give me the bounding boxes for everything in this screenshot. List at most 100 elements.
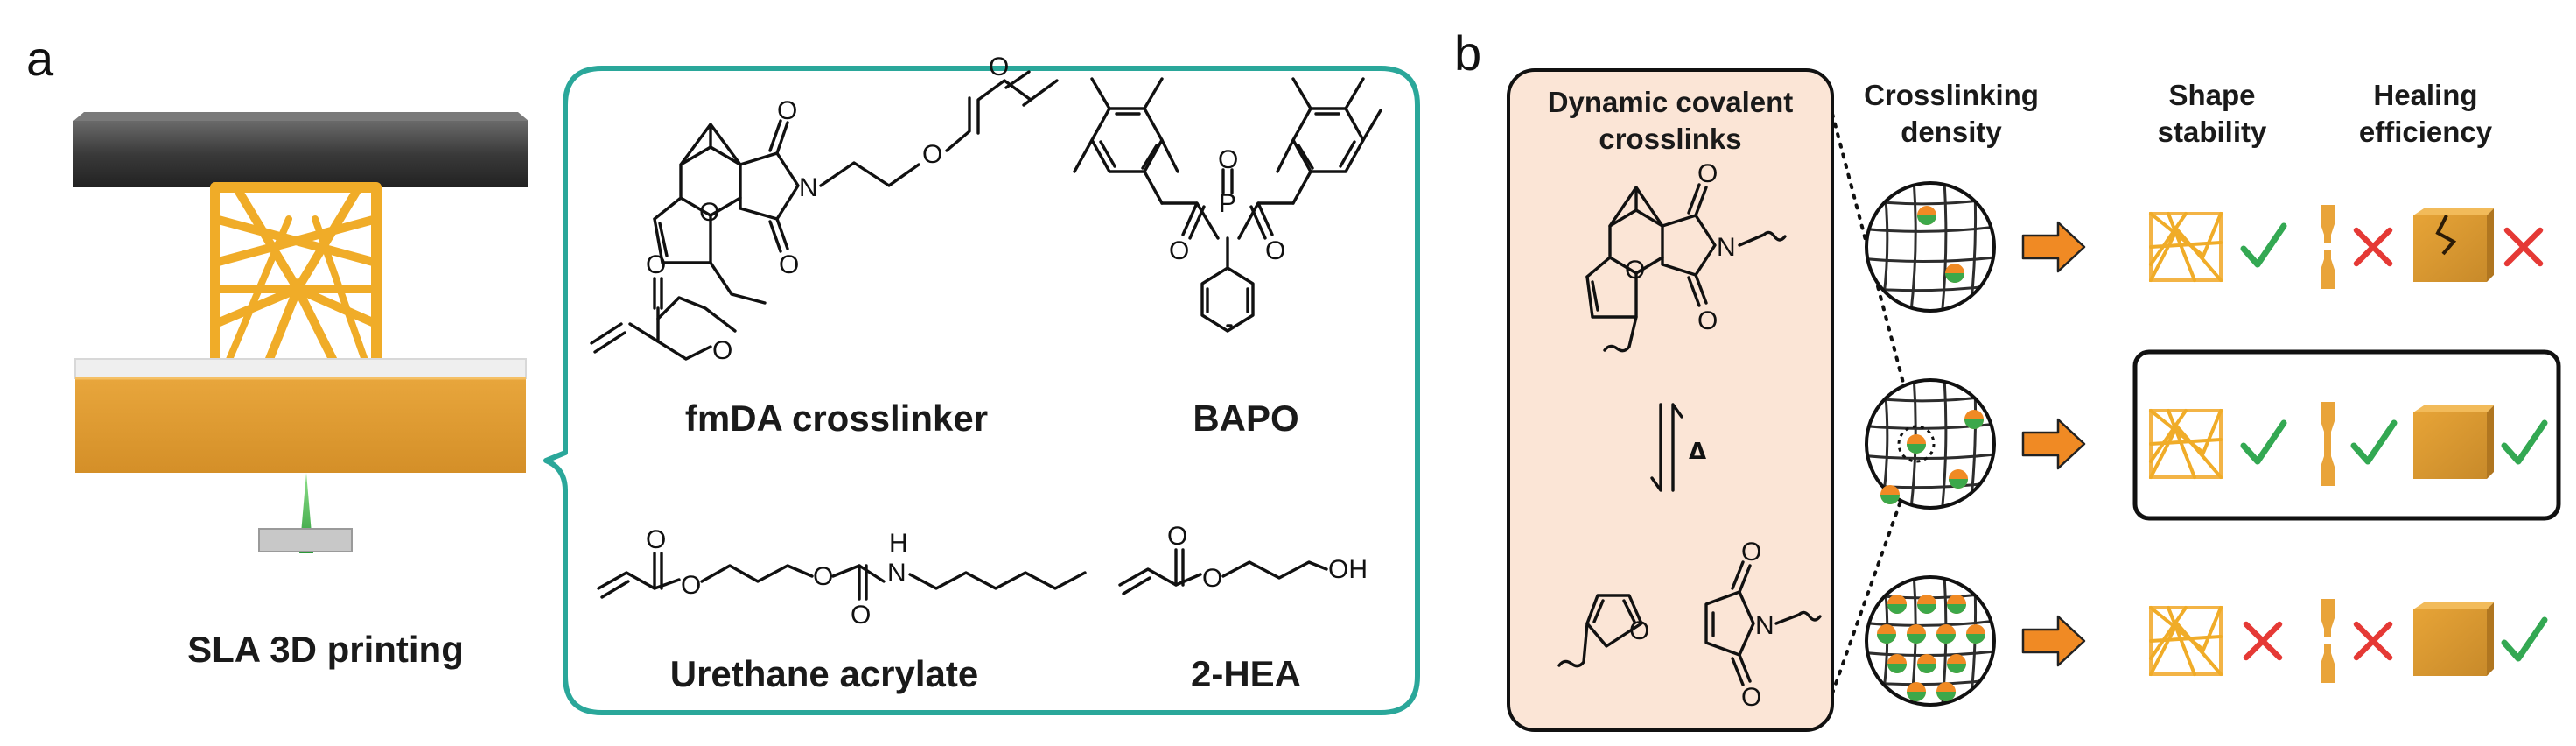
tensile-specimen-medium — [2320, 402, 2334, 486]
crosslink-dot-medium-0 — [1907, 434, 1926, 454]
block-healing-cross-mark — [2507, 230, 2540, 264]
zoom-line-top — [1830, 112, 1918, 434]
crosslink-dot-high-10 — [1907, 682, 1926, 701]
panel-a-letter: a — [26, 31, 54, 86]
block-healing-check-mark — [2504, 423, 2544, 461]
resin-formulation-bracket — [543, 66, 1420, 715]
fmda-nitrogen: N — [799, 173, 818, 202]
component-label-urethane-acrylate: Urethane acrylate — [670, 653, 979, 694]
tensile-healing-cross-mark — [2356, 624, 2390, 658]
box-title-line2: crosslinks — [1599, 123, 1741, 155]
tensile-healing-check-mark — [2354, 423, 2394, 461]
urethane-acrylate-structure — [597, 552, 1087, 601]
crosslink-dot-high-1 — [1917, 595, 1936, 614]
density-circle-low — [1865, 181, 1996, 313]
result-arrow-high — [2021, 615, 2086, 667]
shape-scaffold-high — [2149, 606, 2222, 676]
fmda-oxygen-lower-carbonyl: O — [646, 250, 666, 279]
hea-structure — [1118, 548, 1328, 595]
adduct-oxygen-top: O — [1698, 159, 1718, 188]
bapo-oxygen-left: O — [1169, 236, 1189, 265]
crosslink-dot-high-4 — [1907, 624, 1926, 644]
optimal-row-highlight — [2132, 349, 2561, 521]
fmda-oxygen-carbonyl: O — [989, 53, 1009, 81]
block-healing-check-mark — [2504, 620, 2544, 658]
crosslink-dot-medium-3 — [1949, 469, 1968, 489]
col-healing-line1: Healing — [2373, 79, 2477, 111]
bapo-oxygen-right: O — [1265, 236, 1285, 265]
fmda-oxygen-ester: O — [922, 140, 942, 169]
col-density-line2: density — [1900, 116, 2002, 148]
bapo-oxygen-p: O — [1218, 145, 1238, 174]
crosslink-dot-low-1 — [1945, 264, 1964, 283]
furan-oxygen: O — [1629, 616, 1649, 645]
col-density-line1: Crosslinking — [1864, 79, 2039, 111]
tensile-healing-cross-mark — [2356, 230, 2390, 264]
result-arrow-low — [2021, 221, 2086, 273]
shape-stability-cross-mark — [2246, 624, 2279, 658]
ua-hydrogen: H — [889, 529, 908, 558]
shape-scaffold-low — [2149, 212, 2222, 282]
equilibrium-arrows — [1650, 403, 1684, 492]
component-label-fmda: fmDA crosslinker — [685, 398, 988, 439]
crosslink-dot-medium-2 — [1880, 485, 1900, 504]
block-crack — [2435, 215, 2457, 256]
sla-printer-illustration — [74, 112, 528, 553]
diels-alder-adduct-structure — [1586, 183, 1787, 353]
fmda-oxygen-bridge: O — [699, 198, 719, 227]
crosslink-dot-high-5 — [1936, 624, 1956, 644]
box-title-line1: Dynamic covalent — [1548, 86, 1794, 118]
crosslink-dot-high-0 — [1887, 595, 1907, 614]
reaction-condition: Δ — [1689, 439, 1706, 465]
crosslink-dot-high-6 — [1966, 624, 1985, 644]
hea-oxygen-ester: O — [1202, 564, 1222, 593]
printer-caption: SLA 3D printing — [187, 629, 464, 670]
fmda-oxygen-lower-ester: O — [712, 336, 732, 365]
panel-b-letter: b — [1454, 25, 1481, 81]
maleimide-oxygen-bottom: O — [1741, 683, 1761, 712]
fmda-crosslinker-structure — [590, 70, 1059, 361]
adduct-nitrogen: N — [1717, 233, 1736, 262]
tensile-specimen-low — [2320, 205, 2334, 289]
component-label-2hea: 2-HEA — [1191, 653, 1301, 694]
crosslink-dot-high-8 — [1917, 654, 1936, 673]
shape-stability-check-mark — [2244, 226, 2284, 264]
crosslink-dot-high-2 — [1947, 595, 1966, 614]
healing-block-low — [2413, 208, 2494, 282]
crosslink-dot-high-7 — [1887, 654, 1907, 673]
maleimide-nitrogen: N — [1755, 611, 1774, 640]
printed-lattice — [210, 182, 382, 382]
col-healing-line2: efficiency — [2359, 116, 2493, 148]
col-shape-line2: stability — [2158, 116, 2267, 148]
ua-oxygen-ester: O — [681, 571, 701, 600]
shape-scaffold-medium — [2149, 409, 2222, 479]
healing-block-high — [2413, 602, 2494, 676]
bapo-phosphorus: P — [1219, 189, 1236, 218]
component-label-bapo: BAPO — [1193, 398, 1298, 439]
col-shape-line1: Shape — [2168, 79, 2255, 111]
maleimide-oxygen-top: O — [1741, 538, 1761, 567]
healing-block-medium — [2413, 405, 2494, 479]
crosslink-dot-high-3 — [1877, 624, 1896, 644]
ua-oxygen-urethane: O — [850, 601, 871, 630]
property-rows — [2021, 205, 2544, 683]
shape-stability-check-mark — [2244, 423, 2284, 461]
dynamic-crosslinks-box — [1507, 68, 1834, 732]
hea-hydroxyl: OH — [1328, 555, 1368, 584]
ua-oxygen-carbamate: O — [813, 562, 833, 591]
maleimide-structure — [1704, 560, 1822, 686]
adduct-oxygen-bottom: O — [1698, 306, 1718, 335]
density-circle-medium — [1865, 378, 1996, 510]
crosslink-dot-high-11 — [1936, 682, 1956, 701]
ua-oxygen-carbonyl: O — [646, 525, 666, 554]
crosslink-dot-medium-1 — [1964, 410, 1984, 429]
tensile-specimen-high — [2320, 599, 2334, 683]
furan-structure — [1558, 594, 1643, 668]
hea-oxygen-carbonyl: O — [1167, 522, 1187, 551]
ua-nitrogen: N — [887, 559, 906, 588]
adduct-oxygen-bridge: O — [1625, 256, 1645, 285]
crosslink-dot-low-0 — [1917, 206, 1936, 225]
density-circle-high — [1865, 575, 1996, 707]
bapo-structure — [1073, 77, 1382, 333]
